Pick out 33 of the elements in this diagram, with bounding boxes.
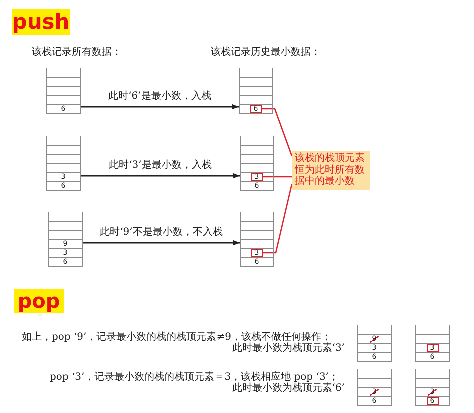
section-title: push <box>12 9 70 35</box>
note-text: 该栈记录历史最小数据： <box>211 47 321 58</box>
leader-line <box>263 176 292 178</box>
stack <box>357 325 392 362</box>
edge-label: 此时‘3’是最小数，入栈 <box>109 160 212 171</box>
highlight-cell <box>251 173 263 181</box>
arrow <box>81 173 240 179</box>
note-text: 该栈记录所有数据： <box>32 47 122 58</box>
edge-label: 此时‘6’是最小数，入栈 <box>108 91 212 102</box>
stack <box>357 369 392 406</box>
note-text: 此时最小数为栈顶元素‘6’ <box>232 383 345 394</box>
callout-text: 该栈的栈顶元素恒为此时所有数据中的最小数 <box>295 153 366 188</box>
stack <box>415 369 450 406</box>
note-text: 如上，pop ‘9’，记录最小数的栈的栈顶元素≠9，该栈不做任何操作； <box>22 332 332 343</box>
note-text: pop ‘3’，记录最小数的栈的栈顶元素＝3，该栈相应地 pop ‘3’； <box>50 372 339 383</box>
stack <box>48 212 83 267</box>
stack <box>415 325 450 362</box>
highlight-cell <box>250 105 262 113</box>
arrow <box>83 240 240 246</box>
stack <box>46 136 81 191</box>
stack <box>240 212 274 267</box>
leader-line <box>262 108 293 156</box>
edge-label: 此时‘9’不是最小数，不入栈 <box>100 227 223 238</box>
note-text: 此时最小数为栈顶元素‘3’ <box>232 343 345 354</box>
highlight-cell <box>426 397 438 405</box>
arrow <box>81 104 239 110</box>
highlight-cell <box>251 249 263 257</box>
section-title: pop <box>14 289 64 313</box>
stack <box>240 136 274 191</box>
highlight-cell <box>426 344 438 352</box>
stack <box>239 68 273 114</box>
leader-line <box>263 184 293 254</box>
stack <box>46 68 81 114</box>
